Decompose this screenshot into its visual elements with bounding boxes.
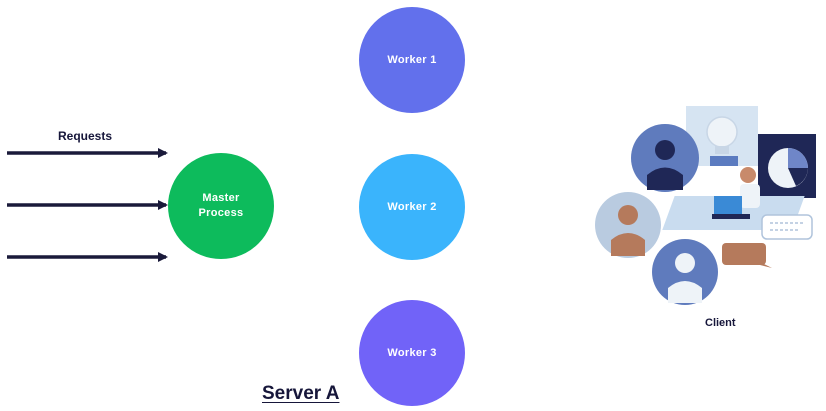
pie-chart-icon xyxy=(768,148,808,188)
chat-bubble-icon xyxy=(722,243,772,268)
server-label: Server A xyxy=(262,383,340,404)
master-process-label: Master Process xyxy=(198,192,244,219)
requests-label: Requests xyxy=(58,129,113,143)
speech-bubble-icon xyxy=(761,214,813,240)
master-process-node: Master Process xyxy=(168,153,274,259)
worker-2-node: Worker 2 xyxy=(359,154,465,260)
person-laptop-icon xyxy=(712,167,760,219)
client-label: Client xyxy=(705,317,736,329)
worker-1-node: Worker 1 xyxy=(359,7,465,113)
worker-3-node: Worker 3 xyxy=(359,300,465,406)
avatar-3-icon xyxy=(652,239,718,305)
worker-2-label: Worker 2 xyxy=(387,200,437,213)
avatar-1-icon xyxy=(631,124,699,192)
worker-3-label: Worker 3 xyxy=(387,346,437,359)
avatar-2-icon xyxy=(595,192,661,258)
worker-1-label: Worker 1 xyxy=(387,53,437,66)
lightbulb-icon xyxy=(706,116,738,166)
